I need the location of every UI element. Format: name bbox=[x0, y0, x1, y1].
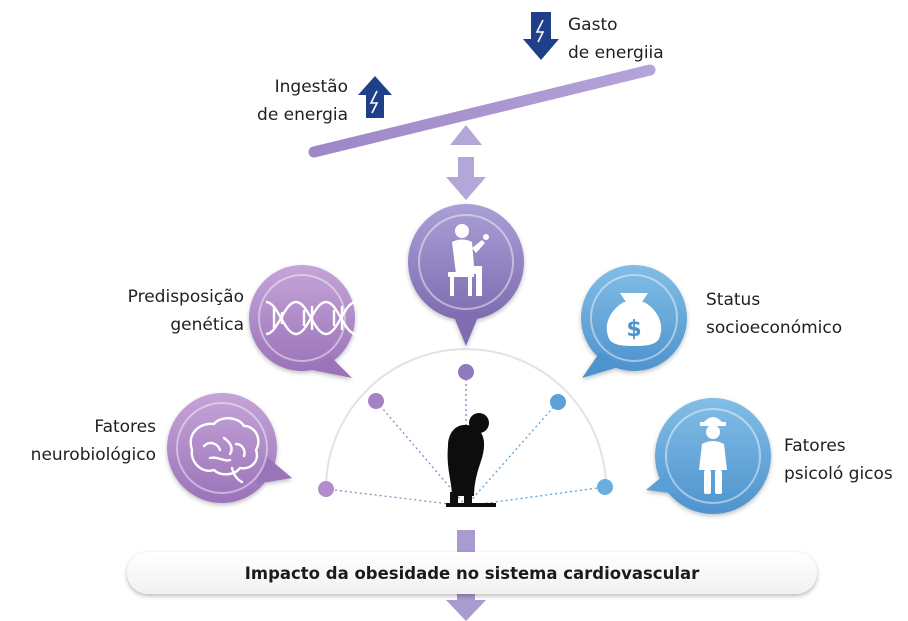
socioeconomic-label-line-1: Status bbox=[706, 290, 761, 310]
neurobiological-label-line-2: neurobiológico bbox=[30, 445, 156, 465]
obese-person-icon bbox=[446, 413, 496, 507]
expenditure-label: Gasto de energiia bbox=[568, 11, 728, 67]
impact-banner-text: Impacto da obesidade no sistema cardiova… bbox=[244, 563, 700, 583]
socioeconomic-label-line-2: socioeconómico bbox=[706, 318, 843, 338]
arrow-from-banner bbox=[446, 594, 486, 621]
psychological-label-line-2: psicoló gicos bbox=[784, 464, 893, 484]
intake-up-arrow bbox=[358, 76, 392, 118]
person-sitting-icon bbox=[448, 224, 489, 296]
intake-label: Ingestão de energia bbox=[220, 73, 348, 129]
money-bag-icon: $ bbox=[606, 293, 662, 346]
psychological-label-line-1: Fatores bbox=[784, 436, 846, 456]
socioeconomic-label: Status socioeconómico bbox=[706, 286, 896, 342]
dial-dot-sedentary bbox=[458, 364, 474, 380]
expenditure-label-line-2: de energiia bbox=[568, 43, 664, 63]
intake-label-line-2: de energia bbox=[257, 105, 348, 125]
psychological-label: Fatores psicoló gicos bbox=[784, 432, 906, 488]
expenditure-down-arrow bbox=[523, 12, 559, 60]
dial-dot-psychological bbox=[597, 479, 613, 495]
dial-dot-genetic bbox=[368, 393, 384, 409]
intake-label-line-1: Ingestão bbox=[274, 77, 348, 97]
bubble-genetic bbox=[249, 265, 355, 378]
genetic-label-line-2: genética bbox=[170, 315, 244, 335]
brain-icon bbox=[189, 417, 260, 484]
child-icon bbox=[699, 417, 727, 494]
bubble-neurobiological bbox=[167, 393, 292, 503]
svg-text:$: $ bbox=[626, 317, 641, 342]
genetic-label: Predisposição genética bbox=[80, 283, 244, 339]
lightning-icon bbox=[535, 19, 545, 43]
neurobiological-label: Fatores neurobiológico bbox=[0, 413, 156, 469]
neurobiological-label-line-1: Fatores bbox=[94, 417, 156, 437]
arrow-to-banner bbox=[457, 530, 475, 552]
dial-dot-socioeconomic bbox=[550, 394, 566, 410]
balance-beam bbox=[308, 64, 656, 158]
impact-banner: Impacto da obesidade no sistema cardiova… bbox=[127, 552, 817, 594]
dial-dot-neurobiological bbox=[318, 481, 334, 497]
double-arrow bbox=[446, 125, 486, 200]
dna-icon bbox=[265, 300, 357, 336]
genetic-label-line-1: Predisposição bbox=[127, 287, 244, 307]
expenditure-label-line-1: Gasto bbox=[568, 15, 618, 35]
dial-arc bbox=[325, 348, 607, 490]
lightning-icon bbox=[369, 90, 379, 114]
